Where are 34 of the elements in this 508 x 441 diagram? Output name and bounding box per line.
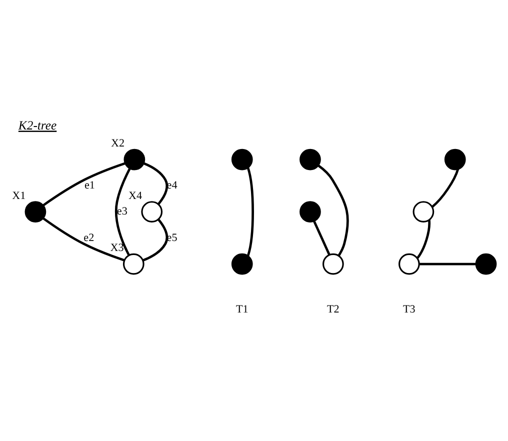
connector	[143, 162, 168, 205]
edge-label: e2	[84, 232, 94, 244]
node-circle	[398, 253, 420, 275]
connector	[419, 262, 476, 266]
connector	[416, 220, 431, 259]
node-label: X2	[111, 138, 125, 150]
node-circle	[141, 201, 163, 222]
connector	[114, 168, 131, 256]
diagram-title: K2-tree	[18, 118, 57, 133]
label: T2	[327, 304, 340, 316]
edge-label: e1	[84, 180, 95, 192]
label: T3	[403, 304, 416, 316]
node-circle	[122, 253, 144, 275]
node-circle	[231, 148, 253, 170]
node-circle	[322, 253, 344, 275]
node-circle	[124, 148, 146, 170]
node-circle	[24, 201, 46, 222]
node-circle	[231, 253, 253, 275]
connector	[42, 162, 126, 206]
connector	[312, 220, 330, 256]
node-label: X1	[12, 190, 26, 202]
node-circle	[475, 253, 497, 275]
node-label: X3	[110, 242, 124, 254]
connector	[318, 164, 349, 256]
connector	[246, 167, 254, 256]
node-circle	[300, 148, 321, 170]
node-label: X4	[128, 190, 142, 202]
connector	[432, 168, 460, 208]
connector	[142, 218, 168, 262]
node-circle	[412, 201, 434, 222]
node-circle	[300, 201, 321, 222]
node-circle	[444, 148, 466, 170]
connector	[42, 217, 125, 262]
label: T1	[236, 304, 248, 316]
